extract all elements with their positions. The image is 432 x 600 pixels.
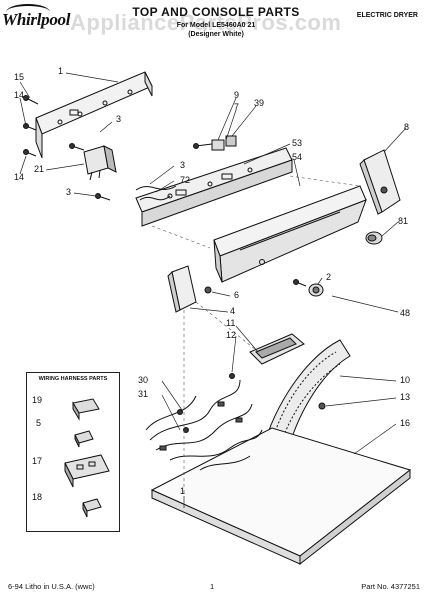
watermark: AppliancePartsPros.com	[70, 10, 342, 35]
connector-5	[74, 430, 94, 448]
callout-81: 81	[398, 216, 409, 226]
callout-14-top: 14	[14, 90, 25, 100]
callout-10: 10	[400, 375, 411, 385]
callout-18: 18	[32, 492, 43, 502]
litho-note: 6-94 Litho in U.S.A. (wwc)	[8, 582, 95, 591]
control-panel-part	[135, 147, 293, 227]
page-number: 1	[210, 582, 215, 591]
color-line: (Designer White)	[188, 31, 244, 38]
part-number: Part No. 4377251	[361, 582, 420, 591]
harness-parts-drawing	[64, 398, 110, 518]
rear-bracket-part	[35, 71, 153, 159]
brand-swoosh	[6, 4, 50, 20]
callout-4: 4	[230, 306, 236, 316]
callout-5: 5	[36, 418, 42, 428]
callout-30: 30	[138, 375, 149, 385]
callout-2: 2	[326, 272, 332, 282]
wiring-harness-parts-box: WIRING HARNESS PARTS	[26, 372, 120, 532]
switch-part	[83, 145, 117, 181]
knob-part	[365, 231, 383, 245]
control-knob-parts	[193, 135, 237, 151]
callout-19: 19	[32, 395, 43, 405]
connector-19	[72, 398, 100, 421]
callout-72: 72	[180, 175, 191, 185]
callout-48: 48	[400, 308, 411, 318]
callout-39: 39	[254, 98, 265, 108]
callout-1-bottom: 1	[180, 486, 186, 496]
left-end-cap-part	[167, 265, 212, 313]
callout-11: 11	[226, 318, 236, 328]
product-type: ELECTRIC DRYER	[356, 12, 418, 19]
harness-box-title: WIRING HARNESS PARTS	[38, 376, 108, 382]
callout-21: 21	[34, 164, 45, 174]
connector-18	[82, 498, 102, 518]
callout-12: 12	[226, 330, 237, 340]
callout-54: 54	[292, 152, 303, 162]
callout-3-b: 3	[66, 187, 72, 197]
callout-16: 16	[400, 418, 411, 428]
end-cap-part	[359, 149, 401, 215]
callout-15: 15	[14, 72, 25, 82]
screws-left	[23, 95, 111, 201]
callout-1: 1	[58, 66, 64, 76]
callout-31: 31	[138, 389, 149, 399]
callout-17: 17	[32, 456, 43, 466]
callout-6: 6	[234, 290, 240, 300]
connector-17	[64, 454, 110, 488]
callout-3-a: 3	[116, 114, 122, 124]
lint-screen-part	[229, 333, 305, 379]
wiring-harness-part	[145, 379, 263, 471]
diagram-title: TOP AND CONSOLE PARTS	[132, 5, 300, 19]
callout-7: 7	[234, 102, 240, 112]
model-line: For Model LE5460A0 21	[176, 22, 256, 29]
top-panel-part	[150, 427, 412, 566]
callout-9: 9	[234, 90, 240, 100]
callout-14-bottom: 14	[14, 172, 25, 182]
console-part	[213, 185, 367, 283]
brand-logo: Whirlpool	[2, 10, 71, 29]
callout-8: 8	[404, 122, 410, 132]
callout-53: 53	[292, 138, 303, 148]
knob-small-part	[293, 279, 324, 297]
callout-13: 13	[400, 392, 411, 402]
callout-3-c: 3	[180, 160, 186, 170]
